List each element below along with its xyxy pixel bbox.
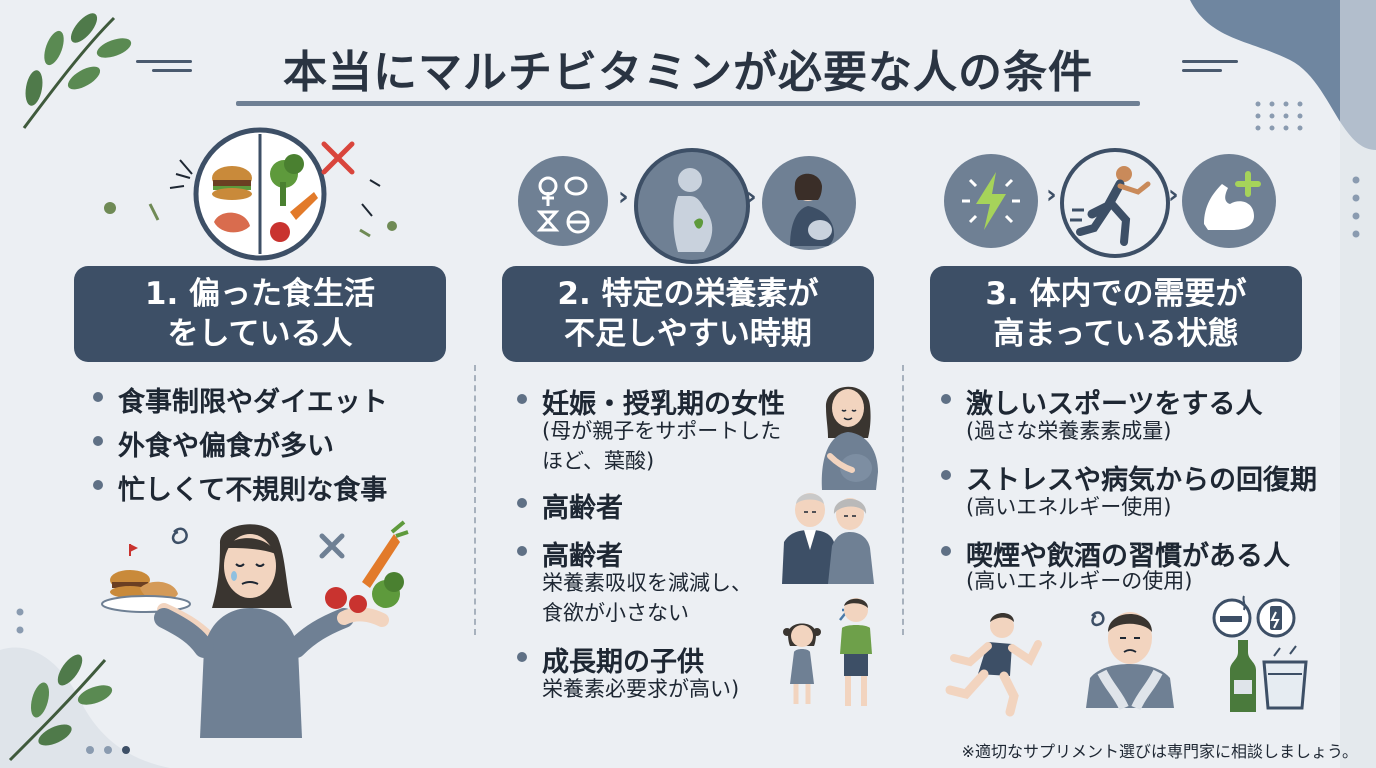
- column1-heading: 1. 偏った食生活 をしている人: [74, 266, 446, 362]
- tired-man-icon: [1086, 611, 1174, 711]
- title-deco-left: [136, 60, 192, 78]
- pregnant-woman-icon: [762, 156, 856, 250]
- col2-item-1-note1: (母が親子をサポートした: [542, 419, 782, 443]
- smoking-drinking-icon: [1212, 595, 1308, 712]
- pregnant-silhouette-icon: [634, 148, 750, 264]
- column3-heading: 3. 体内での需要が 高まっている状態: [930, 266, 1302, 362]
- column-divider-2: [902, 365, 904, 635]
- runner-icon: [1060, 148, 1170, 258]
- col3-item-1-note1: (過さな栄養素素成量): [966, 419, 1172, 443]
- col1-bullet-1: 食事制限やダイエット: [93, 380, 388, 419]
- column3-heading-line1: 3. 体内での需要が: [985, 276, 1247, 312]
- column2-heading: 2. 特定の栄養素が 不足しやすい時期: [502, 266, 874, 362]
- arrow-icon-2: ›: [746, 182, 757, 212]
- arrow-icon-4: ›: [1168, 180, 1179, 210]
- arrow-icon-1: ›: [618, 182, 629, 212]
- col3-item-3-note1: (高いエネルギーの使用): [966, 569, 1193, 593]
- column1-heading-line1: 1. 偏った食生活: [144, 276, 376, 312]
- col3-item-3-label: 喫煙や飲酒の習慣がある人: [941, 534, 1290, 573]
- col3-item-2-label: ストレスや病気からの回復期: [941, 458, 1317, 497]
- children-icon: [783, 598, 872, 706]
- title-deco-right: [1182, 60, 1238, 78]
- col2-item-1-note2: ほど、葉酸): [542, 449, 655, 473]
- col2-item-4-note1: 栄養素必要求が高い): [542, 677, 740, 701]
- cross-icon: [321, 141, 355, 175]
- col2-item-3-note2: 食欲が小さない: [542, 601, 689, 625]
- col2-item-4-label: 成長期の子供: [517, 640, 704, 679]
- col2-item-2-label: 高齢者: [517, 486, 623, 525]
- elderly-couple-icon: [782, 493, 874, 584]
- leaf-branch-bottom-left-icon: [8, 654, 113, 762]
- muscle-plus-icon: [1182, 154, 1276, 248]
- col2-item-1-label: 妊娠・授乳期の女性: [517, 382, 785, 421]
- column2-heading-line2: 不足しやすい時期: [564, 316, 812, 352]
- column2-heading-line1: 2. 特定の栄養素が: [557, 276, 819, 312]
- col1-bullet-2: 外食や偏食が多い: [93, 424, 334, 463]
- col3-item-2-note1: (高いエネルギー使用): [966, 495, 1172, 519]
- stressed-woman-icon: [101, 520, 409, 738]
- col1-bullet-3: 忙しくて不規則な食事: [92, 468, 387, 507]
- footnote: ※適切なサプリメント選びは専門家に相談しましょう。: [961, 742, 1358, 761]
- column1-heading-line2: をしている人: [167, 316, 353, 352]
- sparkle-decoration: [104, 159, 397, 238]
- leaf-branch-top-left-icon: [22, 13, 132, 129]
- title-underline: [236, 101, 1140, 106]
- arrow-icon-3: ›: [1046, 180, 1057, 210]
- col3-item-1-label: 激しいスポーツをする人: [940, 382, 1262, 421]
- col2-item-3-note1: 栄養素吸収を減減し、: [542, 571, 752, 595]
- column-divider-1: [474, 365, 476, 635]
- page-title: 本当にマルチビタミンが必要な人の条件: [283, 47, 1093, 98]
- runner-man-icon: [945, 613, 1042, 717]
- hormone-icons: [518, 156, 608, 246]
- col2-item-3-label: 高齢者: [517, 534, 623, 573]
- lightning-icon: [944, 154, 1038, 248]
- pregnant-woman-small-icon: [821, 386, 878, 490]
- plate-icon: [193, 127, 327, 261]
- column3-heading-line2: 高まっている状態: [993, 316, 1239, 352]
